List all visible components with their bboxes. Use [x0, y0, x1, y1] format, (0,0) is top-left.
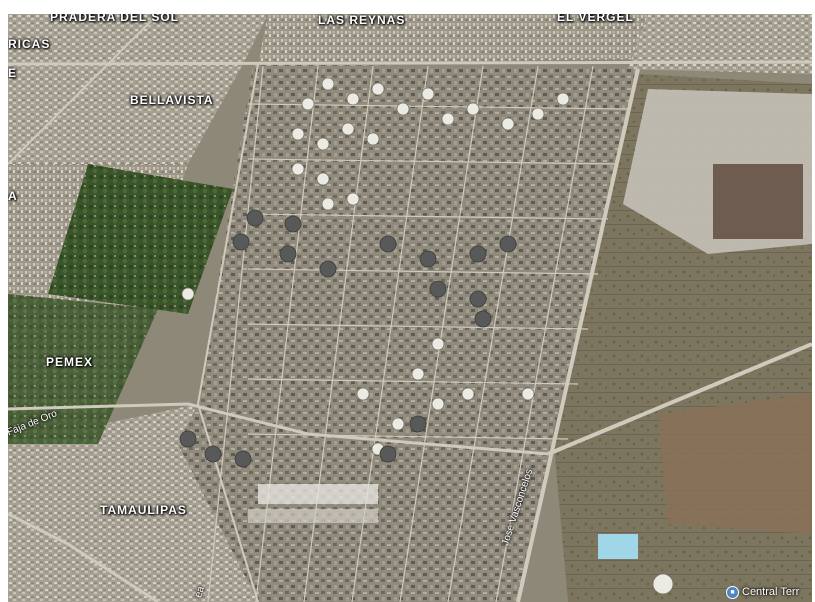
- neighborhood-label-ricas: RICAS: [8, 37, 51, 51]
- road: [8, 402, 549, 456]
- storage-tank: [204, 445, 222, 463]
- storage-tank: [411, 367, 425, 381]
- road: [399, 65, 484, 602]
- refinery-zone: [178, 64, 638, 602]
- storage-tank: [316, 172, 330, 186]
- storage-tank: [379, 445, 397, 463]
- road: [247, 323, 589, 330]
- neighborhood-label-pemex: PEMEX: [46, 355, 94, 369]
- storage-tank: [469, 245, 487, 263]
- neighborhood-label-pradera-del-sol: PRADERA DEL SOL: [50, 14, 180, 24]
- storage-tank: [441, 112, 455, 126]
- storage-tank: [232, 233, 250, 251]
- storage-tank: [346, 92, 360, 106]
- ponds: [713, 164, 803, 239]
- road: [8, 512, 159, 602]
- satellite-map[interactable]: PRADERA DEL SOL LAS REYNAS EL VERGEL RIC…: [8, 14, 812, 602]
- road: [447, 65, 539, 602]
- bus-station-icon: ■: [726, 586, 739, 599]
- storage-tank: [341, 122, 355, 136]
- storage-tank: [284, 215, 302, 233]
- road: [247, 213, 609, 220]
- storage-tank: [319, 260, 337, 278]
- storage-tank: [181, 287, 195, 301]
- storage-tank: [291, 127, 305, 141]
- road: [8, 60, 812, 66]
- warehouse: [258, 484, 378, 504]
- vegetation-zone: [48, 164, 233, 314]
- storage-tank: [234, 450, 252, 468]
- road: [247, 378, 579, 385]
- storage-tank: [521, 387, 535, 401]
- pool: [598, 534, 638, 559]
- storage-tank: [301, 97, 315, 111]
- road: [516, 68, 640, 602]
- road: [207, 65, 264, 602]
- storage-tank: [419, 250, 437, 268]
- storage-tank: [499, 235, 517, 253]
- storage-tank: [246, 209, 264, 227]
- neighborhood-label-el-vergel: EL VERGEL: [557, 14, 634, 24]
- poi-central-terminal[interactable]: ■ Central Terr: [726, 586, 799, 599]
- storage-tank: [179, 430, 197, 448]
- road: [495, 65, 594, 602]
- road: [247, 158, 619, 165]
- storage-tank: [556, 92, 570, 106]
- storage-tank: [391, 417, 405, 431]
- neighborhood-label-tamaulipas: TAMAULIPAS: [100, 503, 187, 517]
- storage-tank: [321, 197, 335, 211]
- storage-tank: [371, 82, 385, 96]
- field-plot: [658, 394, 812, 534]
- storage-tank: [469, 290, 487, 308]
- storage-tank: [429, 280, 447, 298]
- storage-tank: [501, 117, 515, 131]
- storage-tank: [366, 132, 380, 146]
- neighborhood-label-e-fragment: E: [8, 66, 18, 80]
- storage-tank: [316, 137, 330, 151]
- poi-label: Central Terr: [742, 586, 800, 598]
- satellite-imagery: [8, 14, 812, 602]
- road: [547, 342, 812, 456]
- storage-tanks: [179, 77, 674, 595]
- residential-zone: [8, 14, 268, 164]
- storage-tank: [466, 102, 480, 116]
- storage-tank: [279, 245, 297, 263]
- warehouse: [248, 509, 378, 523]
- road: [8, 14, 159, 165]
- storage-tank: [431, 337, 445, 351]
- road: [247, 268, 599, 275]
- storage-tank: [379, 235, 397, 253]
- storage-tank: [474, 310, 492, 328]
- storage-tank: [431, 397, 445, 411]
- residential-zone: [628, 14, 812, 74]
- storage-tank: [461, 387, 475, 401]
- storage-tank: [409, 415, 427, 433]
- neighborhood-label-bellavista: BELLAVISTA: [130, 93, 214, 107]
- storage-tank: [346, 192, 360, 206]
- neighborhood-label-las-reynas: LAS REYNAS: [318, 14, 406, 27]
- storage-tank: [652, 573, 674, 595]
- storage-tank: [291, 162, 305, 176]
- storage-tank: [396, 102, 410, 116]
- residential-zone: [258, 14, 648, 64]
- road: [196, 63, 259, 602]
- road: [247, 433, 569, 440]
- storage-tank: [531, 107, 545, 121]
- storage-tank: [356, 387, 370, 401]
- neighborhood-label-a-fragment: A: [8, 189, 18, 203]
- storage-tank: [321, 77, 335, 91]
- storage-tank: [421, 87, 435, 101]
